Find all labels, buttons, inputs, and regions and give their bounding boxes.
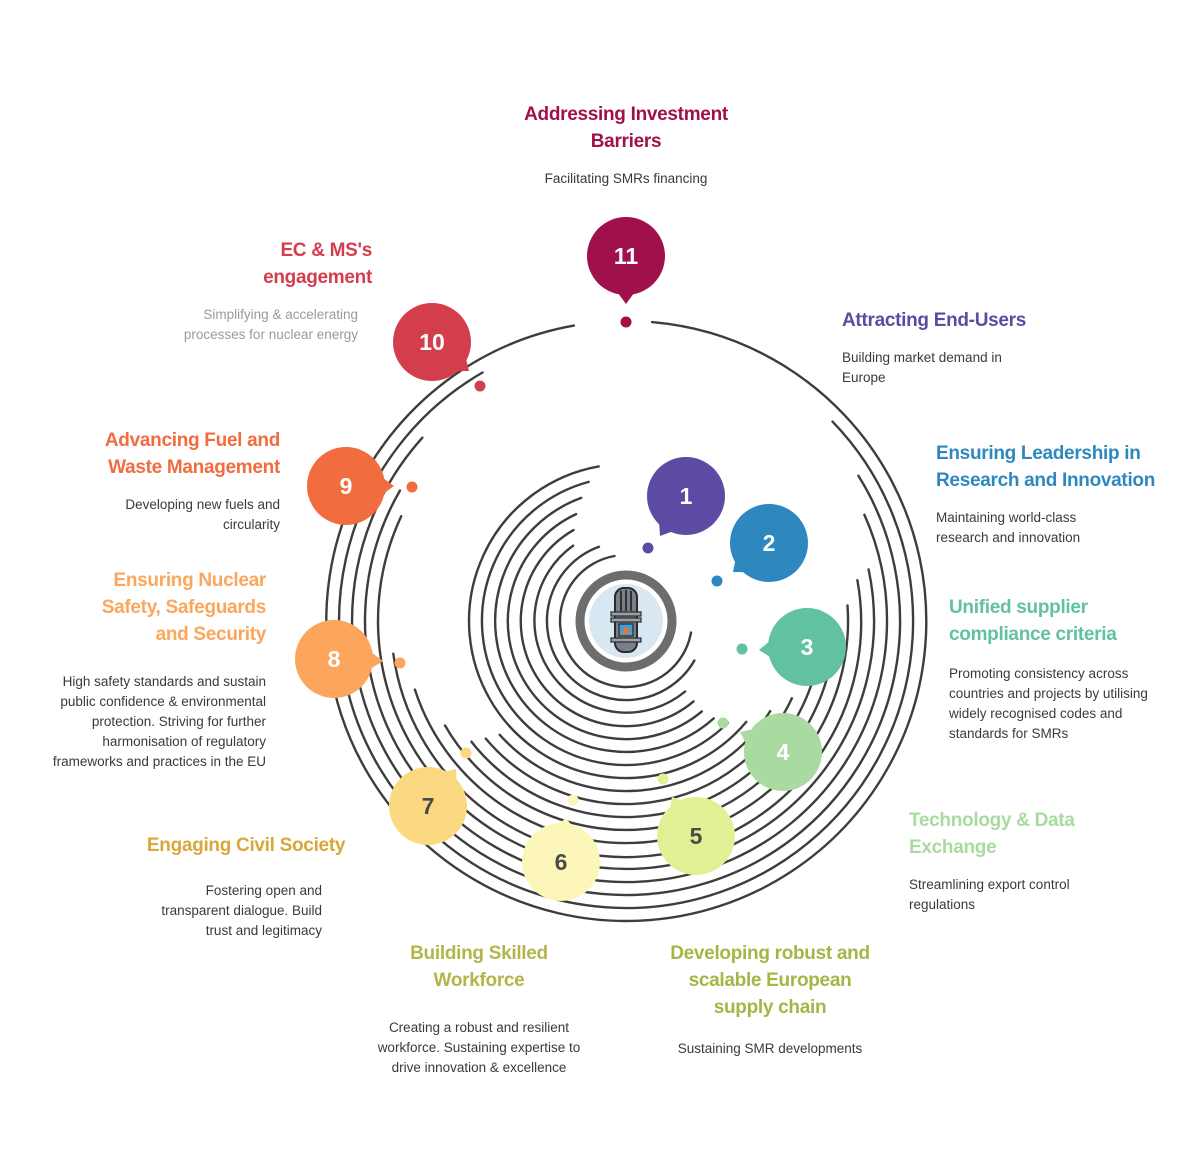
item-3-bubble	[768, 608, 846, 686]
item-4-description: Streamlining export control regulations	[909, 877, 1070, 912]
item-markers: 1 2 3 4 5 6 7 8 9 10 11	[295, 217, 846, 901]
item-10-description: Simplifying & accelerating processes for…	[183, 307, 358, 342]
item-5-bubble	[657, 797, 735, 875]
item-4-title: Technology & Data Exchange	[909, 810, 1075, 858]
item-7-bubble	[389, 767, 467, 845]
item-10-orbit-dot	[474, 380, 486, 392]
item-5-orbit-dot	[657, 773, 669, 785]
item-2-marker: 2	[711, 504, 808, 587]
item-7-title: Engaging Civil Society	[146, 835, 346, 856]
item-9-description: Developing new fuels and circularity	[125, 497, 280, 532]
item-7-number: 7	[422, 793, 435, 819]
item-1-title: Attracting End-Users	[842, 310, 1027, 331]
item-8-title: Ensuring Nuclear Safety, Safeguards and …	[101, 570, 267, 645]
item-6-description: Creating a robust and resilient workforc…	[377, 1020, 581, 1075]
orbit-ring-18	[545, 545, 696, 702]
center-hub	[575, 570, 677, 672]
item-8-number: 8	[328, 646, 341, 672]
orbit-ring-13	[480, 480, 729, 767]
item-7-description: Fostering open and transparent dialogue.…	[161, 883, 322, 938]
item-9-title: Advancing Fuel and Waste Management	[104, 430, 280, 478]
item-9-orbit-dot	[406, 481, 418, 493]
item-7-orbit-dot	[460, 747, 472, 759]
item-1-bubble	[647, 457, 725, 535]
item-11-orbit-dot	[620, 316, 632, 328]
item-6-bubble	[522, 823, 600, 901]
item-10-title: EC & MS's engagement	[263, 240, 372, 288]
item-3-orbit-dot	[736, 643, 748, 655]
orbit-ring-14	[493, 496, 715, 754]
item-6-label: Building Skilled Workforce Creating a ro…	[368, 940, 590, 1078]
item-1-description: Building market demand in Europe	[842, 350, 1002, 385]
item-6-marker: 6	[522, 794, 600, 901]
orbit-ring-15	[506, 512, 703, 741]
item-4-number: 4	[777, 739, 790, 765]
smr-reactor-icon	[610, 587, 642, 653]
item-11-label: Addressing Investment Barriers Facilitat…	[490, 101, 762, 189]
item-11-bubble	[587, 217, 665, 295]
item-1-number: 1	[680, 483, 693, 509]
item-4-bubble	[744, 713, 822, 791]
item-1-label: Attracting End-Users Building market dem…	[842, 307, 1082, 388]
item-6-title: Building Skilled Workforce	[410, 943, 548, 991]
item-10-number: 10	[419, 329, 445, 355]
item-8-label: Ensuring Nuclear Safety, Safeguards and …	[30, 567, 266, 772]
orbit-ring-11	[498, 709, 772, 793]
item-11-description: Facilitating SMRs financing	[544, 171, 708, 186]
orbit-ring-12	[467, 465, 748, 780]
item-5-label: Developing robust and scalable European …	[660, 940, 880, 1059]
item-4-label: Technology & Data Exchange Streamlining …	[909, 807, 1109, 915]
item-3-label: Unified supplier compliance criteria Pro…	[949, 594, 1149, 744]
item-9-marker: 9	[307, 447, 418, 525]
item-8-orbit-dot	[394, 657, 406, 669]
item-6-orbit-dot	[567, 794, 579, 806]
orbit-ring-16	[519, 528, 695, 728]
item-2-label: Ensuring Leadership in Research and Inno…	[936, 440, 1166, 548]
item-8-description: High safety standards and sustain public…	[52, 674, 266, 769]
item-4-marker: 4	[717, 713, 822, 791]
item-7-label: Engaging Civil Society Fostering open an…	[140, 832, 352, 941]
item-5-number: 5	[690, 823, 703, 849]
item-8-marker: 8	[295, 620, 406, 698]
item-11-number: 11	[614, 243, 639, 269]
item-5-marker: 5	[657, 773, 735, 875]
item-10-marker: 10	[393, 303, 486, 392]
item-6-number: 6	[555, 849, 568, 875]
item-1-orbit-dot	[642, 542, 654, 554]
item-11-marker: 11	[587, 217, 665, 328]
item-3-number: 3	[801, 634, 814, 660]
orbit-ring-19	[558, 554, 693, 689]
item-2-orbit-dot	[711, 575, 723, 587]
item-7-marker: 7	[389, 747, 472, 845]
item-4-orbit-dot	[717, 717, 729, 729]
item-9-number: 9	[340, 473, 353, 499]
item-2-bubble	[730, 504, 808, 582]
item-3-marker: 3	[736, 608, 846, 686]
item-8-bubble	[295, 620, 373, 698]
item-2-number: 2	[763, 530, 776, 556]
item-9-bubble	[307, 447, 385, 525]
item-3-title: Unified supplier compliance criteria	[949, 597, 1117, 645]
orbit-ring-17	[533, 544, 687, 714]
item-5-title: Developing robust and scalable European …	[670, 943, 870, 1018]
orbit-ring-3	[350, 436, 902, 897]
item-11-title: Addressing Investment Barriers	[524, 104, 728, 152]
item-3-description: Promoting consistency across countries a…	[949, 666, 1148, 741]
item-2-description: Maintaining world-class research and inn…	[936, 510, 1081, 545]
orbit-ring-2	[337, 371, 915, 910]
item-10-label: EC & MS's engagement Simplifying & accel…	[150, 237, 372, 345]
item-5-description: Sustaining SMR developments	[677, 1041, 863, 1056]
item-2-title: Ensuring Leadership in Research and Inno…	[936, 443, 1156, 491]
item-10-bubble	[393, 303, 471, 381]
item-9-label: Advancing Fuel and Waste Management Deve…	[90, 427, 280, 535]
item-1-marker: 1	[642, 457, 725, 554]
